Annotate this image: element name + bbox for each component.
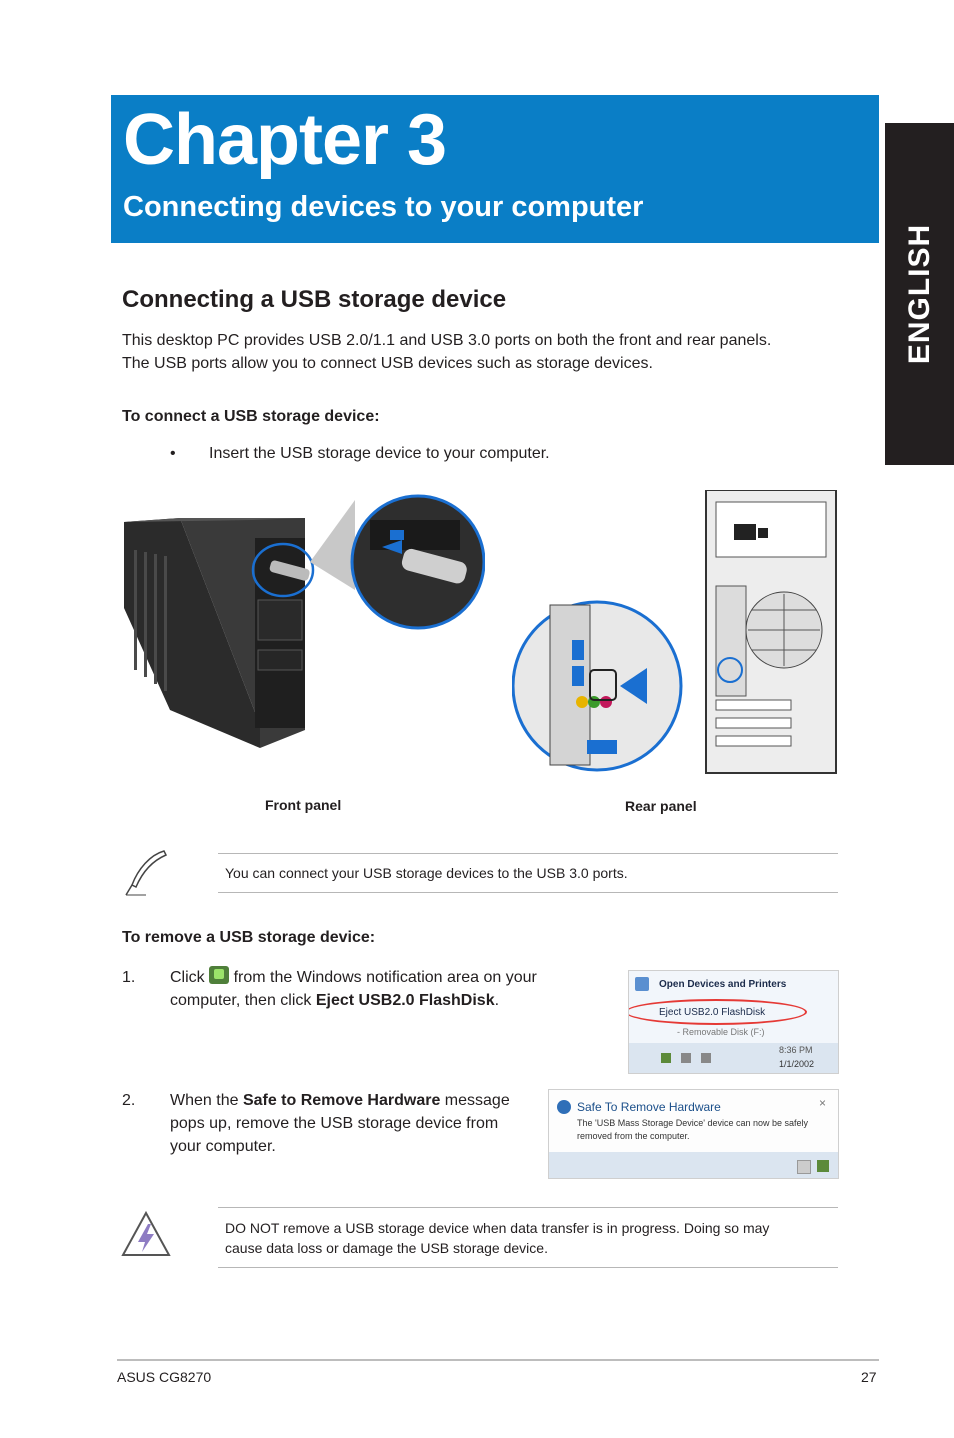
usb-tray-icon (209, 966, 230, 984)
pen-note-icon (125, 850, 168, 896)
notification-menu-screenshot: Open Devices and Printers Eject USB2.0 F… (628, 970, 839, 1074)
front-panel-illustration (124, 494, 485, 748)
popup-title: Safe To Remove Hardware (577, 1100, 721, 1114)
step1-line2-pre: computer, then click (170, 992, 312, 1009)
step1-number: 1. (122, 969, 136, 986)
popup-message-line2: removed from the computer. (577, 1131, 690, 1141)
connect-step: Insert the USB storage device to your co… (209, 445, 550, 462)
rear-panel-caption: Rear panel (625, 798, 697, 814)
removable-disk-item: - Removable Disk (F:) (677, 1027, 765, 1037)
step2-number: 2. (122, 1092, 136, 1109)
devices-icon (635, 977, 649, 991)
footer-divider (117, 1359, 879, 1361)
footer-model: ASUS CG8270 (117, 1369, 212, 1385)
connect-heading: To connect a USB storage device: (122, 408, 380, 425)
step2-line2: pops up, remove the USB storage device f… (170, 1115, 499, 1132)
step2-line3: your computer. (170, 1138, 276, 1155)
safe-remove-popup-screenshot: Safe To Remove Hardware × The 'USB Mass … (548, 1089, 839, 1179)
warning-bottom-divider (218, 1267, 838, 1268)
tray-show-hidden-icon[interactable] (797, 1160, 811, 1174)
connect-bullet: • (170, 445, 176, 462)
taskbar-strip: 8:36 PM 1/1/2002 (629, 1043, 838, 1073)
step1-line1: Click from the Windows notification area… (170, 966, 537, 989)
step1-line2: computer, then click Eject USB2.0 FlashD… (170, 989, 499, 1012)
footer-page-number: 27 (861, 1369, 877, 1385)
language-tab: ENGLISH (885, 123, 954, 465)
step2-pre: When the (170, 1092, 239, 1109)
eject-highlight-circle (629, 999, 807, 1025)
tray-time: 8:36 PM (779, 1045, 813, 1055)
step1-mid: from the Windows notification area on yo… (233, 969, 537, 986)
warning-triangle-icon (121, 1210, 171, 1256)
step2-bold: Safe to Remove Hardware (242, 1092, 441, 1109)
chapter-title: Chapter 3 (123, 100, 447, 180)
language-tab-label: ENGLISH (902, 223, 936, 365)
intro-line-2: The USB ports allow you to connect USB d… (122, 355, 653, 372)
popup-close-button[interactable]: × (819, 1096, 827, 1110)
note-top-divider (218, 853, 838, 854)
tray-speaker-icon[interactable] (681, 1053, 691, 1063)
section-heading: Connecting a USB storage device (122, 286, 507, 313)
tray-usb-icon[interactable] (661, 1053, 671, 1063)
step2-post: message (444, 1092, 510, 1109)
warning-top-divider (218, 1207, 838, 1208)
info-icon (557, 1100, 571, 1114)
chapter-banner: Chapter 3 Connecting devices to your com… (111, 95, 879, 243)
tray-usb-icon-2[interactable] (817, 1160, 829, 1172)
front-panel-caption: Front panel (265, 797, 342, 813)
tray-date: 1/1/2002 (779, 1059, 815, 1069)
note-bottom-divider (218, 892, 838, 893)
step1-pre: Click (170, 969, 205, 986)
rear-panel-illustration (512, 490, 837, 774)
step1-end: . (494, 992, 500, 1009)
note-text: You can connect your USB storage devices… (225, 865, 628, 881)
step2-line1: When the Safe to Remove Hardware message (170, 1089, 510, 1112)
open-devices-item[interactable]: Open Devices and Printers (659, 979, 787, 990)
chapter-subtitle: Connecting devices to your computer (123, 191, 644, 223)
remove-heading: To remove a USB storage device: (122, 929, 376, 946)
popup-message-line1: The 'USB Mass Storage Device' device can… (577, 1118, 809, 1128)
step1-eject-label: Eject USB2.0 FlashDisk (315, 992, 495, 1009)
warning-text-line2: cause data loss or damage the USB storag… (225, 1240, 548, 1256)
tray-network-icon[interactable] (701, 1053, 711, 1063)
warning-text-line1: DO NOT remove a USB storage device when … (225, 1220, 770, 1236)
popup-taskbar (549, 1152, 838, 1178)
intro-line-1: This desktop PC provides USB 2.0/1.1 and… (122, 332, 772, 349)
